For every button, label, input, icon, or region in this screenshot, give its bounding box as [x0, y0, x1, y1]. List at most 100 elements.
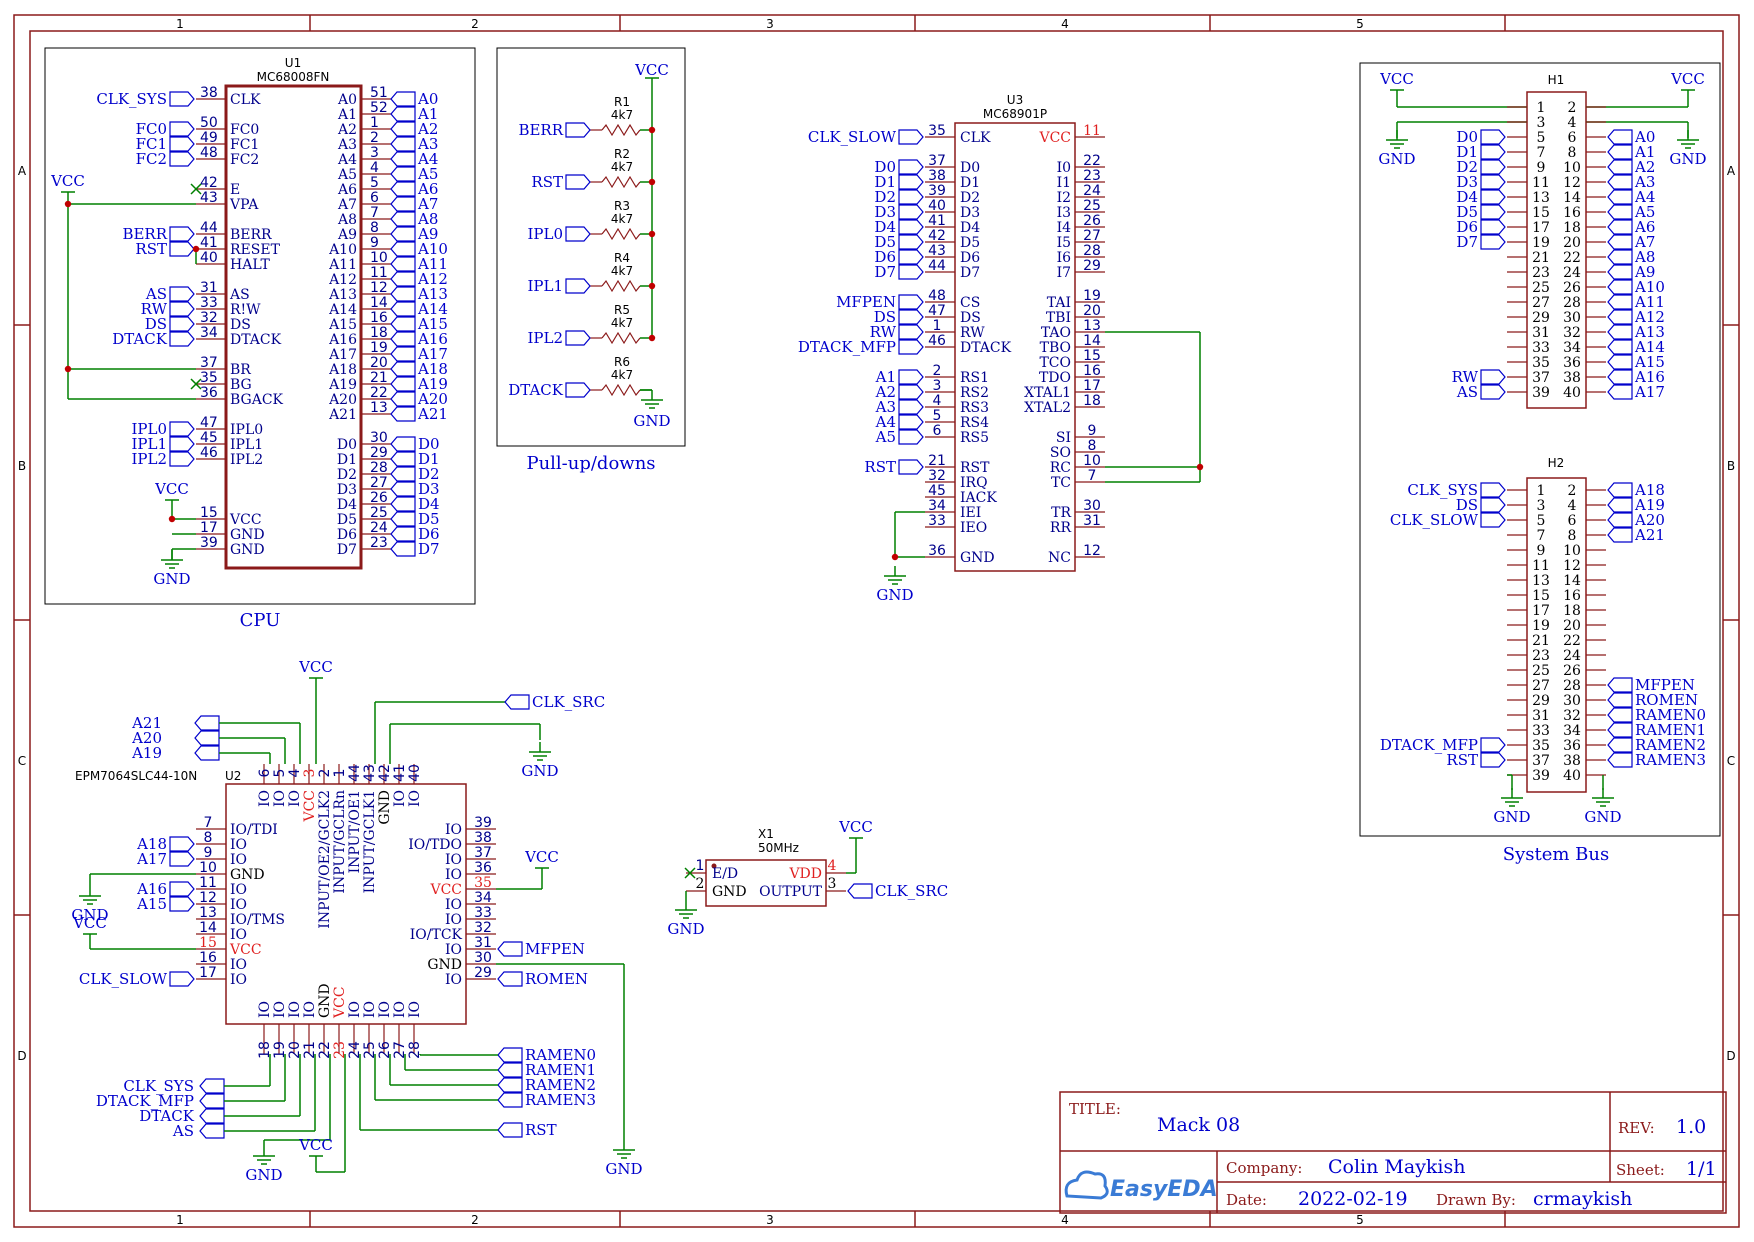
u2-bottom-pin-name: GND [317, 983, 333, 1018]
h2-pin-number-even: 32 [1563, 708, 1581, 724]
u2-bottom-pin-number: 18 [257, 1041, 273, 1059]
u2-bottom-pin-number: 27 [392, 1041, 408, 1059]
net-flag [199, 1093, 225, 1109]
net-flag [169, 121, 195, 137]
u2-top-pin-name: IO [257, 790, 273, 807]
h2-pin-number-even: 4 [1568, 498, 1577, 514]
frame-col-label: 2 [471, 1213, 479, 1227]
u1-addr-pin-number: 11 [370, 265, 388, 281]
junction-dot [648, 334, 656, 342]
u1-pin-name: R!W [230, 302, 261, 318]
net-flag [1607, 722, 1633, 738]
u3-pin-name: D0 [960, 160, 980, 176]
u1-addr-pin-name: A12 [328, 272, 357, 288]
u1-addr-pin-number: 19 [370, 340, 388, 356]
u1-part: MC68008FN [257, 70, 330, 84]
net-flag [194, 715, 220, 731]
u2-top-pin-name: IO [407, 790, 423, 807]
pullup-gnd-label: GND [633, 412, 670, 430]
u3-net: D5 [874, 233, 896, 251]
u2-right-pin-number: 31 [474, 935, 492, 951]
net-flag [1607, 264, 1633, 280]
u3-pin-number: 41 [928, 213, 946, 229]
net-flag [1480, 482, 1506, 498]
u3-pin-name: D5 [960, 235, 980, 251]
u1-addr-pin-number: 9 [370, 235, 379, 251]
u2-top-pin-name: INPUT/GCLRn [332, 790, 348, 894]
net-flag [898, 249, 924, 265]
net-flag [1480, 497, 1506, 513]
u3-pin-number: 11 [1083, 123, 1101, 139]
h2-pin-number-even: 20 [1563, 618, 1581, 634]
u2-net: RAMEN3 [525, 1091, 596, 1109]
h1-pin-number-odd: 35 [1532, 355, 1550, 371]
u2-top-pin-name: IO [287, 790, 303, 807]
h1-pin-number-even: 18 [1563, 220, 1581, 236]
h2-pin-number-odd: 39 [1532, 768, 1550, 784]
u3-pin-number: 3 [933, 378, 942, 394]
frame-col-label: 3 [766, 1213, 774, 1227]
net-flag [194, 730, 220, 746]
u1-pin-number: 15 [200, 505, 218, 521]
u1-data-pin-number: 28 [370, 460, 388, 476]
h2-net: CLK_SLOW [1390, 511, 1479, 529]
u2-top-pin-number: 1 [332, 769, 348, 778]
u3-pin-name: I6 [1057, 250, 1072, 266]
resistor-value: 4k7 [611, 212, 633, 226]
net-flag [1607, 219, 1633, 235]
u1-addr-pin-number: 8 [370, 220, 379, 236]
h1-net: D0 [1456, 128, 1478, 146]
h2-pin-number-even: 18 [1563, 603, 1581, 619]
u1-addr-pin-number: 6 [370, 190, 379, 206]
frame-row-label: B [18, 459, 26, 473]
u2-top-pin-number: 2 [317, 769, 333, 778]
u3-pin-name: D1 [960, 175, 980, 191]
u1-pin-number: 37 [200, 355, 218, 371]
net-flag [169, 421, 195, 437]
resistor-ref: R4 [614, 251, 630, 265]
net-flag [1480, 174, 1506, 190]
u3-pin-number: 26 [1083, 213, 1101, 229]
h2-pin-number-even: 40 [1563, 768, 1581, 784]
h2-pin-number-even: 36 [1563, 738, 1581, 754]
h2-pin-number-even: 14 [1563, 573, 1581, 589]
h1-pin-number-even: 4 [1568, 115, 1577, 131]
net-flag [1607, 527, 1633, 543]
net-flag [390, 331, 416, 347]
u3-pin-number: 7 [1088, 468, 1097, 484]
u3-pin-name: RS4 [960, 415, 989, 431]
u1-data-pin-name: D6 [337, 527, 357, 543]
u2-right-pin-name: IO/TDO [408, 837, 462, 853]
u3-pin-number: 46 [928, 333, 946, 349]
title-label: TITLE: [1069, 1100, 1121, 1118]
u1-addr-pin-name: A14 [328, 302, 357, 318]
h2-net: DTACK_MFP [1380, 736, 1478, 754]
net-flag [390, 241, 416, 257]
u3-pin-number: 2 [933, 363, 942, 379]
net-flag [169, 241, 195, 257]
u2-left-pin-number: 16 [199, 950, 217, 966]
net-flag [169, 971, 195, 987]
title-value: Mack 08 [1157, 1114, 1240, 1136]
h2-body [1526, 477, 1587, 793]
u1-data-pin-number: 25 [370, 505, 388, 521]
u2-net: A15 [136, 895, 167, 913]
net-flag [1480, 234, 1506, 250]
u1-addr-net: A10 [417, 240, 448, 258]
gnd-label: GND [1378, 150, 1415, 168]
u1-addr-pin-number: 51 [370, 85, 388, 101]
net-flag [1480, 384, 1506, 400]
u3-pin-number: 39 [928, 183, 946, 199]
u1-pin-name: VPA [229, 197, 259, 213]
u1-pin-name: DS [230, 317, 251, 333]
u1-addr-net: A18 [417, 360, 448, 378]
u1-net-ipl2: IPL2 [131, 450, 167, 468]
net-flag [898, 399, 924, 415]
x1-pin-number: 1 [696, 858, 705, 874]
h2-pin-number-even: 24 [1563, 648, 1581, 664]
net-flag [1607, 354, 1633, 370]
u1-pin-name: CLK [230, 92, 261, 108]
u3-pin-name: D4 [960, 220, 980, 236]
h1-ref: H1 [1548, 73, 1565, 87]
x1-pin-number: 3 [828, 876, 837, 892]
